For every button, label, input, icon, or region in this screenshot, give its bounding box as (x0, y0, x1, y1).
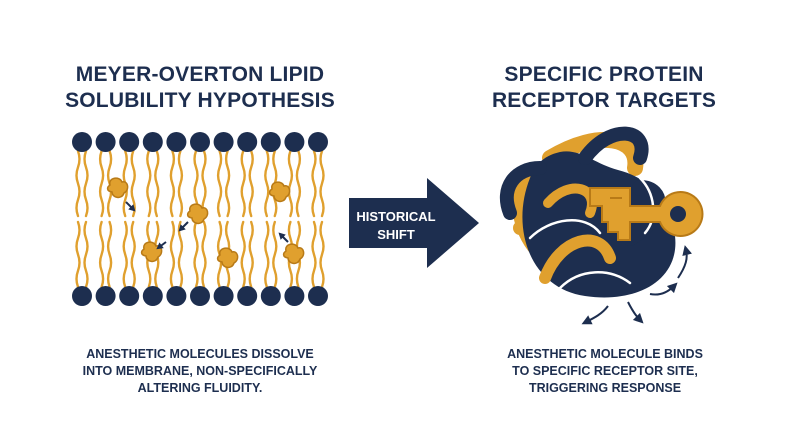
lipid-head (237, 286, 258, 306)
lipid-tail (264, 220, 270, 289)
anesthetic-molecule-icon (106, 177, 129, 199)
left-panel-caption: ANESTHETIC MOLECULES DISSOLVE INTO MEMBR… (82, 347, 318, 395)
anesthetic-molecule-icon (186, 203, 209, 225)
diffusion-arrow-head (156, 242, 164, 250)
lipid-tail (106, 220, 113, 289)
lipid-tail (130, 220, 136, 289)
right-panel-caption: ANESTHETIC MOLECULE BINDS TO SPECIFIC RE… (507, 347, 703, 395)
lipid-tail (224, 149, 231, 218)
lipid-tail (201, 220, 207, 289)
diffusion-arrow-head (178, 224, 186, 232)
right-panel-title: SPECIFIC PROTEIN RECEPTOR TARGETS (491, 63, 717, 112)
lipid-tails (75, 149, 325, 289)
lipid-head (213, 286, 234, 306)
lipid-tail (311, 220, 317, 289)
lipid-tail (272, 220, 278, 289)
lipid-heads (72, 132, 328, 306)
protein-receptor-icon (499, 126, 704, 325)
lipid-tail (201, 149, 207, 218)
lipid-tail (98, 220, 105, 289)
lipid-head (308, 132, 328, 152)
lipid-head (190, 132, 210, 152)
left-panel-title: MEYER-OVERTON LIPID SOLUBILITY HYPOTHESI… (65, 63, 335, 112)
anesthetic-molecule-icon (268, 181, 291, 203)
lipid-head (166, 132, 187, 152)
lipid-tail (177, 220, 184, 289)
lipid-tail (98, 149, 105, 218)
lipid-tail (154, 149, 160, 218)
lipid-tail (248, 220, 254, 289)
lipid-head (190, 286, 210, 306)
lipid-tail (248, 149, 254, 218)
lipid-tail (240, 220, 246, 289)
lipid-head (72, 132, 92, 152)
anesthetic-molecule-icon (140, 241, 163, 263)
diffusion-arrows (125, 201, 289, 250)
right-arrow-icon (349, 178, 479, 268)
lipid-head (284, 286, 305, 306)
lipid-head (95, 132, 116, 152)
lipid-tail (319, 149, 325, 218)
lipid-head (95, 286, 116, 306)
lipid-tail (169, 220, 176, 289)
key-icon (589, 187, 704, 241)
lipid-head (142, 132, 163, 152)
lipid-head (260, 286, 281, 306)
lipid-tail (83, 149, 89, 218)
lipid-tail (122, 220, 128, 289)
lipid-head (237, 132, 258, 152)
lipid-head (142, 286, 163, 306)
lipid-tail (146, 149, 152, 218)
lipid-tail (311, 149, 317, 218)
lipid-tail (240, 149, 246, 218)
lipid-tail (264, 149, 270, 218)
lipid-tail (83, 220, 89, 289)
diffusion-arrow-head (128, 204, 136, 212)
lipid-tail (169, 149, 176, 218)
lipid-tail (130, 149, 136, 218)
lipid-head (308, 286, 328, 306)
lipid-head (213, 132, 234, 152)
anesthetic-molecule-icon (216, 247, 239, 269)
lipid-tail (193, 220, 199, 289)
anesthetic-molecule-icon (282, 243, 305, 265)
lipid-tail (75, 149, 81, 218)
lipid-tail (75, 220, 81, 289)
diffusion-arrow-head (278, 232, 286, 240)
lipid-bilayer-icon (72, 132, 328, 306)
lipid-head (119, 286, 140, 306)
historical-shift-label: HISTORICAL SHIFT (356, 209, 436, 242)
anesthetic-molecules (106, 177, 305, 269)
lipid-tail (177, 149, 184, 218)
lipid-tail (287, 149, 294, 218)
lipid-head (119, 132, 140, 152)
lipid-head (284, 132, 305, 152)
lipid-tail (319, 220, 325, 289)
lipid-tail (216, 149, 223, 218)
lipid-head (72, 286, 92, 306)
lipid-head (166, 286, 187, 306)
lipid-head (260, 132, 281, 152)
lipid-tail (295, 149, 302, 218)
